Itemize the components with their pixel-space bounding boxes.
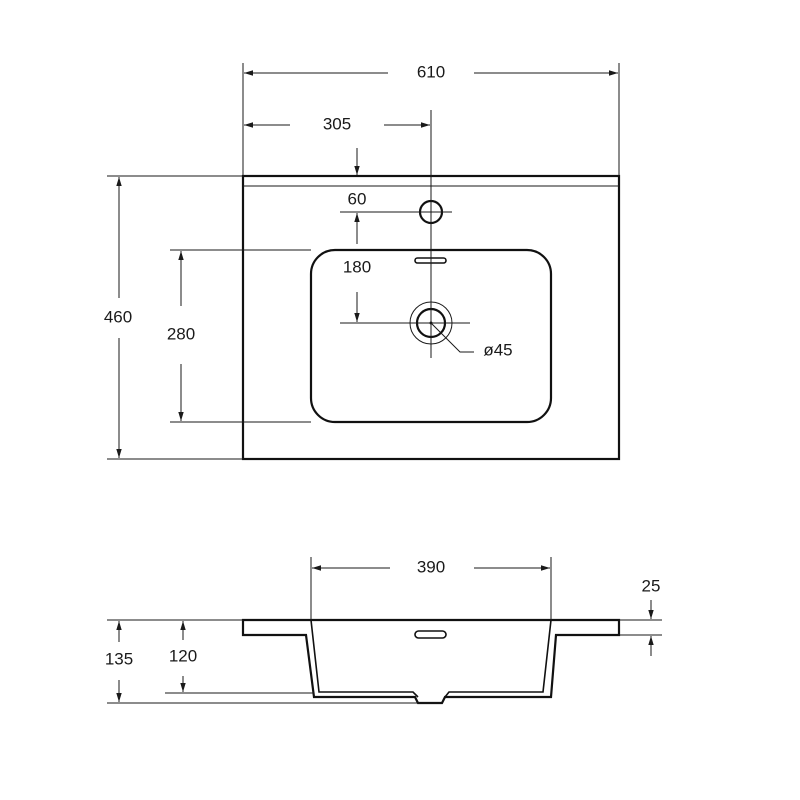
sink-section-inner	[310, 619, 552, 698]
overflow-slot-side	[414, 630, 447, 639]
dim-bowl-height: 120	[169, 646, 197, 665]
dim-bowl-width: 390	[417, 557, 445, 576]
sink-section-outer	[241, 618, 621, 705]
dim-overall-width: 610	[417, 62, 445, 81]
top-view: 610 305 60 180 ø45 280 460	[104, 62, 621, 461]
dim-center-offset: 305	[323, 114, 351, 133]
side-view: 390 25 135 120	[105, 557, 662, 705]
dim-overall-depth: 460	[104, 307, 132, 326]
dim-bowl-depth: 280	[167, 324, 195, 343]
dim-total-height: 135	[105, 649, 133, 668]
dim-deck-thickness: 25	[642, 576, 661, 595]
dim-drain-diameter: ø45	[483, 340, 512, 359]
dim-tap-hole-offset: 60	[348, 189, 367, 208]
dim-tap-to-drain: 180	[343, 257, 371, 276]
